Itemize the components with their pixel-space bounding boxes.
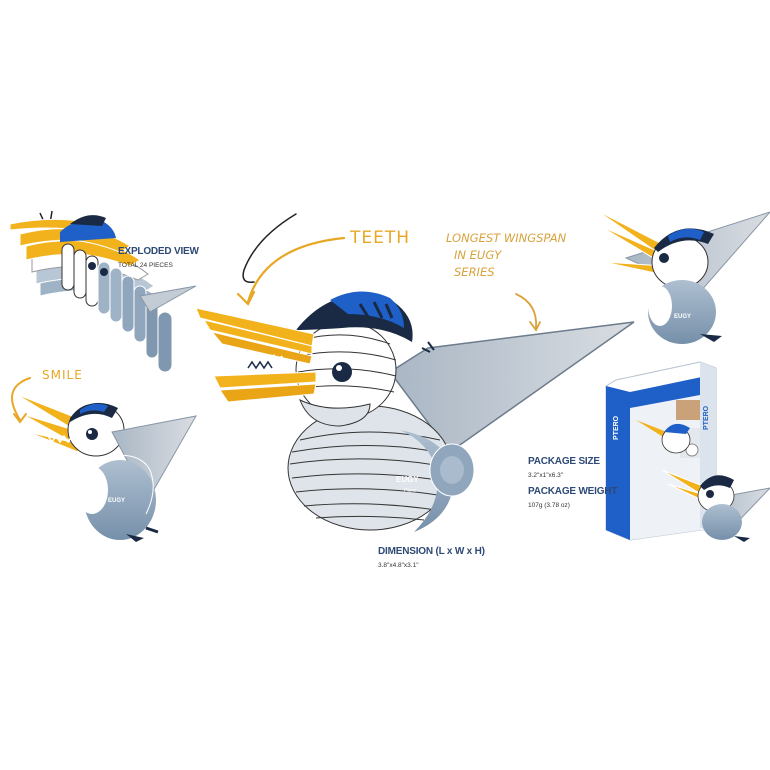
package-weight-title: PACKAGE WEIGHT (528, 486, 618, 497)
wingspan-line-1: LONGEST WINGSPAN (446, 231, 567, 245)
package-size-title: PACKAGE SIZE (528, 456, 600, 467)
teeth-callout: TEETH (350, 228, 411, 248)
exploded-view-subtitle: TOTAL 24 PIECES (118, 262, 173, 269)
wingspan-arrow (515, 293, 538, 329)
side-view-image: EUGY (595, 209, 770, 344)
package-weight-value: 107g (3.78 oz) (528, 502, 570, 509)
svg-text:EUGY: EUGY (108, 498, 125, 504)
teeth-arrow (246, 236, 346, 304)
svg-text:EUGY: EUGY (396, 475, 419, 484)
dimension-value: 3.8"x4.8"x3.1" (378, 562, 419, 569)
package-image: PTERO PTERO (605, 361, 770, 542)
exploded-view-title: EXPLODED VIEW (118, 246, 199, 257)
smile-view-image: EUGY (15, 393, 197, 542)
annotation-arrows (11, 213, 541, 424)
exploded-view-image (9, 210, 197, 373)
smile-callout: SMILE (42, 368, 83, 382)
main-pterosaur-image: EUGY Ptero (195, 291, 635, 532)
wingspan-callout: LONGEST WINGSPAN IN EUGY SERIES (446, 230, 566, 281)
smile-arrow (11, 377, 31, 421)
wingspan-line-3: SERIES (454, 265, 495, 279)
svg-text:EUGY: EUGY (674, 314, 691, 320)
svg-text:PTERO: PTERO (703, 405, 710, 430)
package-size-value: 3.2"x1"x6.3" (528, 472, 564, 479)
svg-text:Ptero: Ptero (404, 488, 416, 494)
wingspan-line-2: IN EUGY (454, 248, 502, 262)
svg-text:PTERO: PTERO (613, 415, 620, 440)
dimension-title: DIMENSION (L x W x H) (378, 546, 485, 557)
